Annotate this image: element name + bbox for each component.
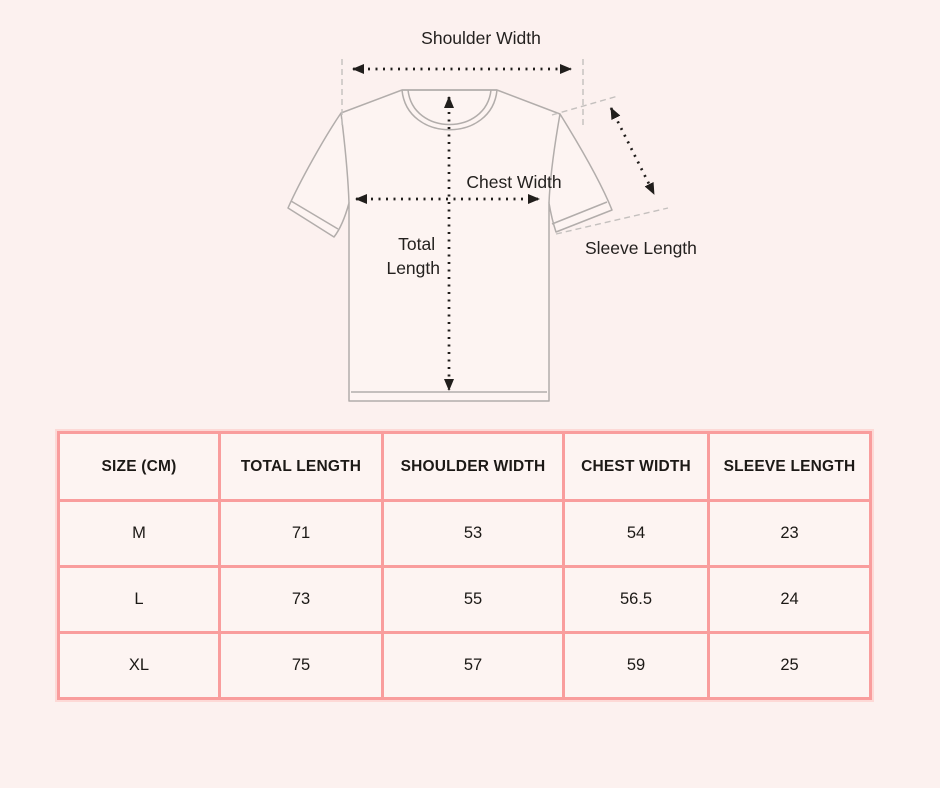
size-table: SIZE (CM) TOTAL LENGTH SHOULDER WIDTH CH… [57,431,872,700]
table-row-m: M 71 53 54 23 [57,499,872,568]
size-cell: L [57,565,221,634]
size-table-body: M 71 53 54 23 L 73 55 56.5 24 XL 75 57 5… [57,499,872,700]
value-cell: 53 [381,499,565,568]
value-cell: 55 [381,565,565,634]
value-cell: 75 [218,631,384,700]
size-cell: M [57,499,221,568]
tshirt-left-cuff-band [290,200,339,230]
sleeve-length-label: Sleeve Length [585,238,697,258]
shoulder-width-label: Shoulder Width [421,28,541,48]
total-length-label: Total Length [386,234,440,278]
value-cell: 56.5 [562,565,710,634]
header-sleeve-length: SLEEVE LENGTH [707,431,872,502]
header-chest-width: CHEST WIDTH [562,431,710,502]
sleeve-length-arrow [609,107,656,195]
header-shoulder-width: SHOULDER WIDTH [381,431,565,502]
table-header-row: SIZE (CM) TOTAL LENGTH SHOULDER WIDTH CH… [57,431,872,502]
value-cell: 73 [218,565,384,634]
value-cell: 25 [707,631,872,700]
sleeve-guide-bottom [555,207,669,235]
header-total-length: TOTAL LENGTH [218,431,384,502]
size-cell: XL [57,631,221,700]
chest-width-label: Chest Width [466,172,561,192]
tshirt-measurement-diagram: Shoulder Width Chest Width Total Length … [287,28,697,402]
header-size: SIZE (CM) [57,431,221,502]
table-row-xl: XL 75 57 59 25 [57,631,872,700]
value-cell: 24 [707,565,872,634]
value-cell: 54 [562,499,710,568]
size-table-header: SIZE (CM) TOTAL LENGTH SHOULDER WIDTH CH… [57,431,872,502]
value-cell: 57 [381,631,565,700]
tshirt-right-armhole-seam [548,113,561,204]
value-cell: 59 [562,631,710,700]
value-cell: 23 [707,499,872,568]
sleeve-guide-top [551,95,619,116]
tshirt-right-cuff-band [551,201,608,225]
value-cell: 71 [218,499,384,568]
tshirt-outline [287,89,613,402]
table-row-l: L 73 55 56.5 24 [57,565,872,634]
